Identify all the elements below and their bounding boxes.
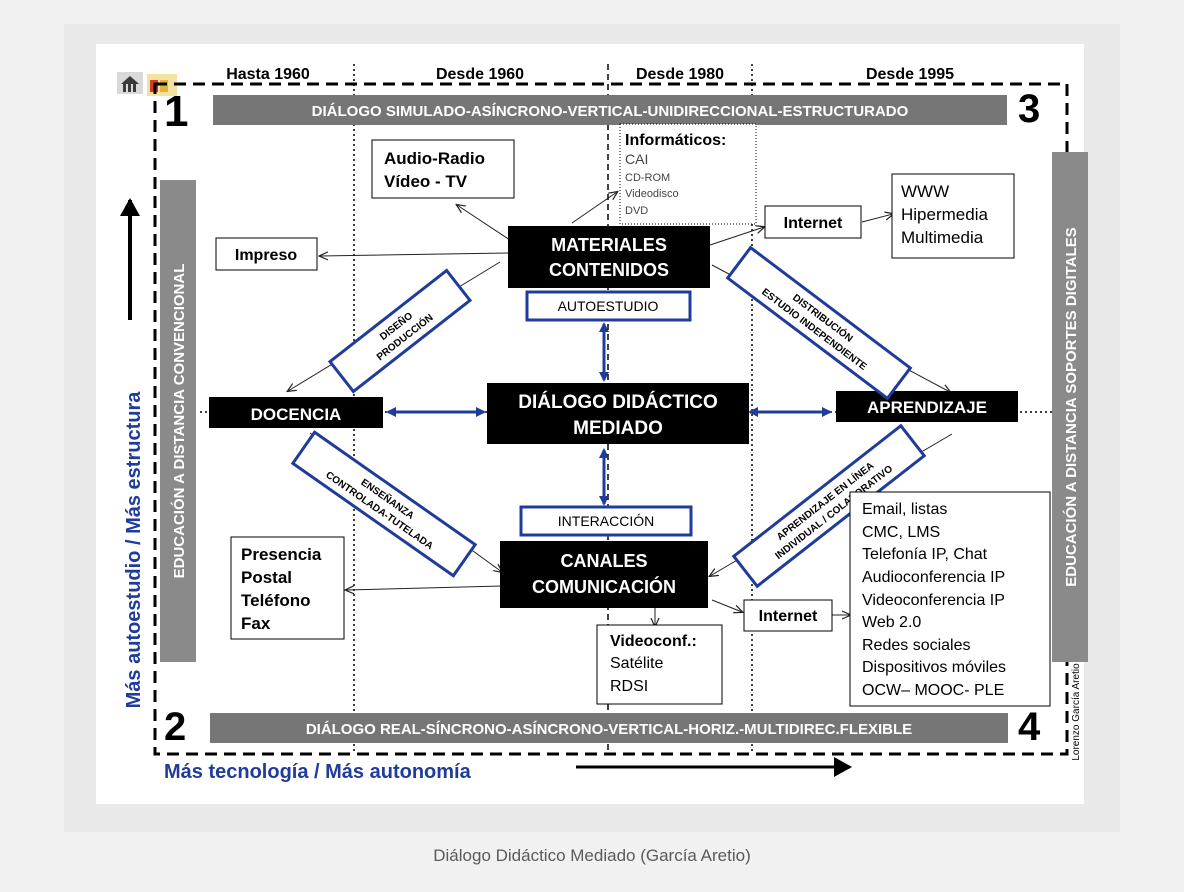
impreso-label: Impreso — [235, 247, 297, 264]
interaccion-box — [519, 505, 693, 537]
era-label-4: Desde 1995 — [866, 66, 954, 83]
audio-box — [371, 139, 515, 199]
internet-bottom-box — [743, 599, 833, 632]
internet-top-box — [764, 205, 862, 239]
distribucion-box: DISTRIBUCIÓN ESTUDIO INDEPENDIENTE — [725, 245, 913, 401]
service-item: Telefonía IP, Chat — [862, 546, 988, 563]
www-box — [891, 173, 1015, 259]
era-label-2: Desde 1960 — [436, 66, 524, 83]
right-banner — [1052, 152, 1088, 662]
informaticos-item-4: DVD — [625, 205, 648, 217]
service-item: Web 2.0 — [862, 614, 921, 631]
vertical-axis-label: Más autoestudio / Más estructura — [123, 391, 145, 709]
internet-top-label: Internet — [784, 215, 843, 232]
central-line1: DIÁLOGO DIDÁCTICO — [518, 391, 718, 413]
aprendizaje-box — [836, 391, 1018, 422]
presencia-line2: Postal — [241, 568, 292, 587]
quadrant-1: 1 — [164, 87, 188, 136]
service-item: CMC, LMS — [862, 524, 940, 541]
informaticos-item-1: CAI — [625, 151, 648, 167]
impreso-box — [215, 237, 318, 271]
docencia-box — [209, 397, 383, 428]
quadrant-3: 3 — [1018, 87, 1040, 131]
videoconf-title: Videoconf.: — [610, 633, 697, 650]
right-banner-text: EDUCACIÓN A DISTANCIA SOPORTES DIGITALES — [1062, 227, 1080, 586]
www-line2: Hipermedia — [901, 205, 988, 224]
era-label-3: Desde 1980 — [636, 66, 724, 83]
canales-box — [500, 541, 708, 608]
presencia-line3: Teléfono — [241, 591, 311, 610]
materiales-box — [508, 226, 710, 288]
bottom-banner — [210, 713, 1008, 743]
www-line3: Multimedia — [901, 228, 984, 247]
era-label-1: Hasta 1960 — [226, 66, 310, 83]
autoestudio-label: AUTOESTUDIO — [558, 298, 659, 314]
left-banner-text: EDUCACIÓN A DISTANCIA CONVENCIONAL — [170, 264, 188, 579]
figure-caption: Diálogo Didáctico Mediado (García Aretio… — [433, 846, 751, 865]
quadrant-2: 2 — [164, 705, 186, 749]
service-item: Email, listas — [862, 501, 947, 518]
quadrant-4: 4 — [1018, 705, 1041, 749]
presencia-line1: Presencia — [241, 545, 322, 564]
service-item: Videoconferencia IP — [862, 592, 1005, 609]
materiales-line2: CONTENIDOS — [549, 260, 669, 280]
top-banner — [213, 95, 1007, 125]
internet-bottom-label: Internet — [759, 608, 818, 625]
service-item: Audioconferencia IP — [862, 569, 1005, 586]
services-list: Email, listas CMC, LMS Telefonía IP, Cha… — [862, 501, 1006, 699]
videoconf-box — [596, 624, 723, 705]
left-banner — [160, 180, 196, 662]
presencia-box — [230, 536, 345, 640]
interaccion-label: INTERACCIÓN — [558, 513, 654, 529]
service-item: Redes sociales — [862, 637, 971, 654]
diseno-box: DISEÑO PRODUCCIÓN — [327, 268, 473, 394]
informaticos-item-3: Videodisco — [625, 188, 679, 200]
central-line2: MEDIADO — [573, 418, 663, 439]
audio-line2: Vídeo - TV — [384, 172, 468, 191]
services-box — [849, 491, 1051, 707]
top-banner-text: DIÁLOGO SIMULADO-ASÍNCRONO-VERTICAL-UNID… — [312, 103, 909, 120]
aprendizaje-label: APRENDIZAJE — [867, 398, 987, 417]
materiales-line1: MATERIALES — [551, 235, 667, 255]
docencia-label: DOCENCIA — [251, 405, 342, 424]
canales-line1: CANALES — [560, 551, 647, 571]
service-item: Dispositivos móviles — [862, 659, 1006, 676]
blue-arrows — [386, 322, 832, 506]
videoconf-item-2: RDSI — [610, 678, 648, 695]
www-line1: WWW — [901, 182, 949, 201]
horizontal-axis-label: Más tecnología / Más autonomía — [164, 761, 472, 783]
central-box — [487, 383, 749, 444]
autoestudio-box — [525, 290, 692, 322]
bottom-banner-text: DIÁLOGO REAL-SÍNCRONO-ASÍNCRONO-VERTICAL… — [306, 721, 912, 738]
author-credit: Lorenzo García Aretio — [1071, 663, 1082, 761]
informaticos-box — [619, 123, 757, 225]
informaticos-title: Informáticos: — [625, 132, 726, 149]
canales-line2: COMUNICACIÓN — [532, 576, 676, 597]
service-item: OCW– MOOC- PLE — [862, 682, 1004, 699]
informaticos-item-2: CD-ROM — [625, 172, 670, 184]
presencia-line4: Fax — [241, 614, 271, 633]
audio-line1: Audio-Radio — [384, 149, 485, 168]
videoconf-item-1: Satélite — [610, 655, 663, 672]
